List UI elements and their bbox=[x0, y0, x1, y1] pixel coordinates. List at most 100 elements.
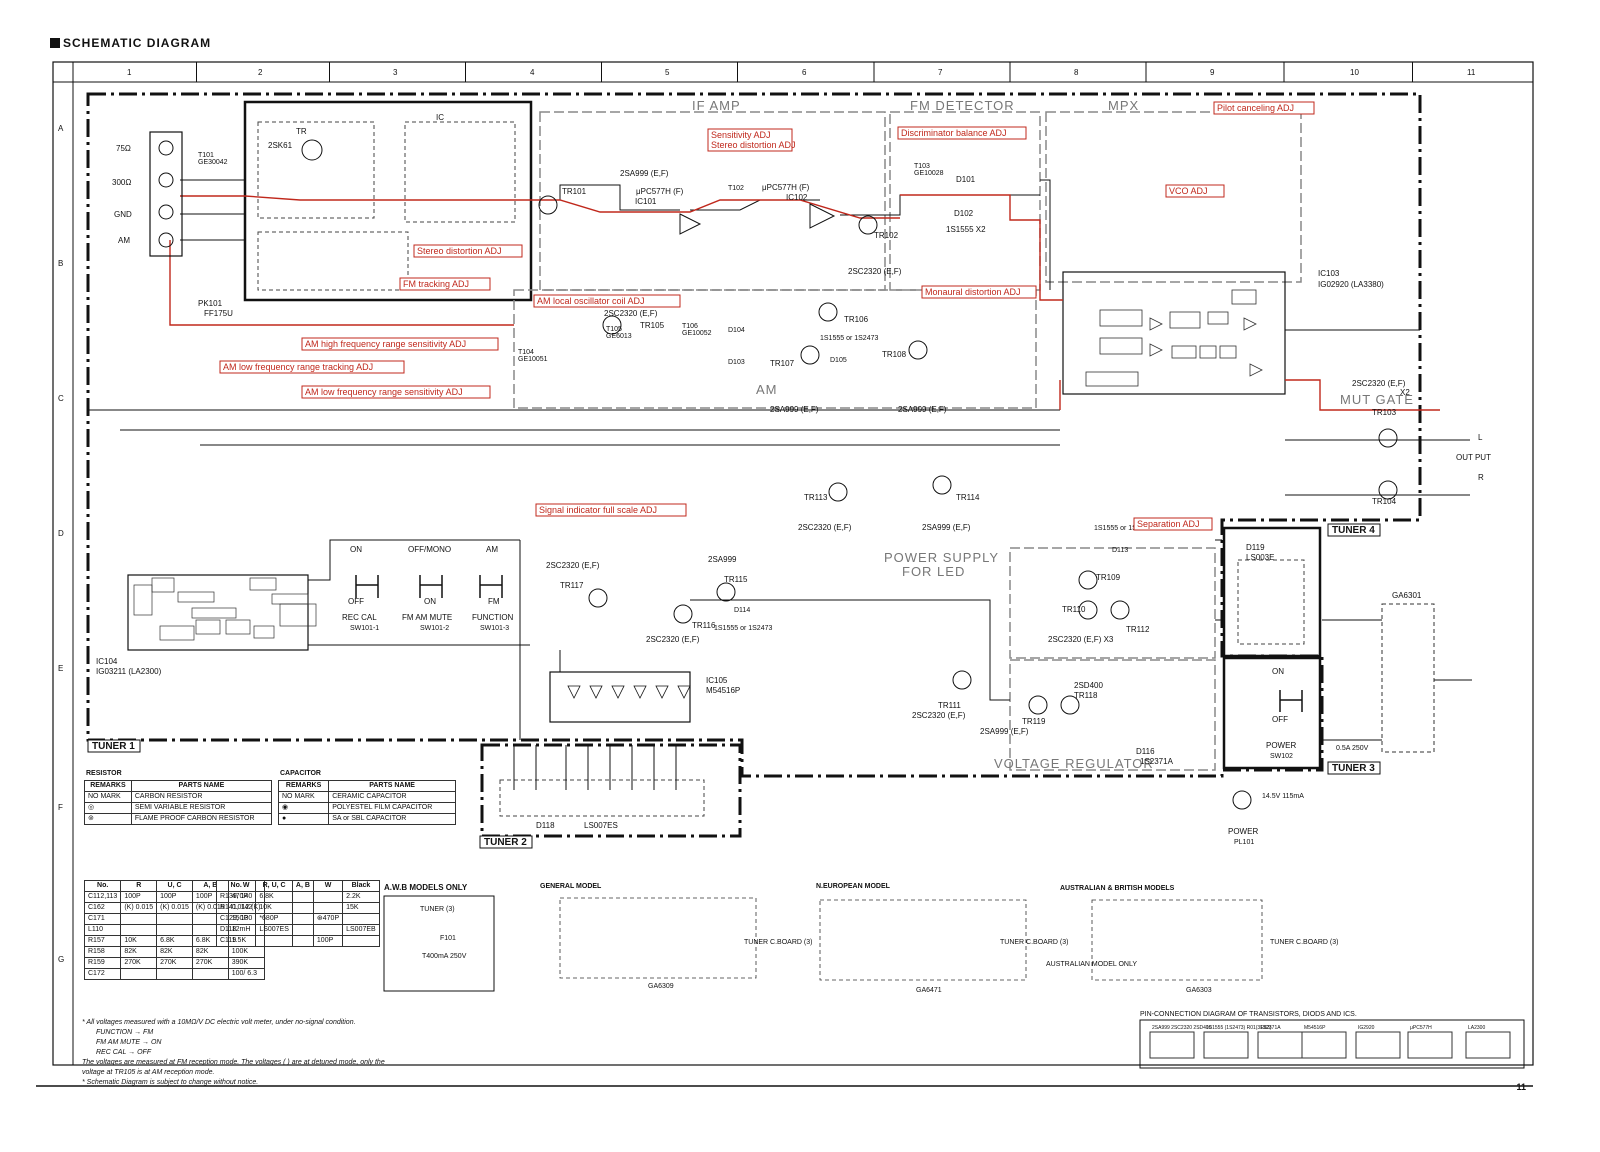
ic104-body bbox=[127, 574, 309, 651]
t105-part-label: GE6013 bbox=[606, 333, 632, 340]
table-cell: C171 bbox=[83, 913, 122, 925]
table-cell bbox=[156, 924, 193, 936]
table-header: Black bbox=[342, 880, 380, 892]
awb-fuse-label: F101 bbox=[440, 935, 456, 942]
terminal-75-ohm-label: 75Ω bbox=[116, 144, 131, 153]
table-cell bbox=[191, 968, 229, 980]
d116-type-label: 1S2371A bbox=[1140, 757, 1174, 766]
power-supply-led-box bbox=[1009, 547, 1216, 659]
d119-type-label: LS003E bbox=[1246, 553, 1274, 562]
pin-part-outline bbox=[1355, 1031, 1401, 1059]
table-cell: C172 bbox=[83, 968, 122, 980]
table-cell: R159 bbox=[83, 957, 122, 969]
mut-gate-label: MUT GATE bbox=[1340, 392, 1414, 407]
d103-label: D103 bbox=[728, 359, 745, 366]
tr114-label: TR114 bbox=[956, 493, 980, 502]
tr107-label: TR107 bbox=[770, 359, 795, 368]
tr114-type-label: 2SA999 (E,F) bbox=[922, 523, 971, 532]
table-cell: NO MARK bbox=[277, 791, 330, 803]
table-cell: NO MARK bbox=[84, 791, 132, 803]
power-lamp-label: POWER bbox=[1228, 827, 1258, 836]
table-header: W bbox=[312, 880, 344, 892]
mpx-label: MPX bbox=[1108, 98, 1139, 113]
function-id-label: SW101-3 bbox=[480, 625, 509, 632]
table-row: ◎SEMI VARIABLE RESISTOR bbox=[84, 802, 273, 814]
adj-pilot-canceling: Pilot canceling ADJ bbox=[1217, 103, 1294, 113]
table-cell bbox=[120, 968, 158, 980]
am-box bbox=[513, 289, 1037, 409]
table-cell: CARBON RESISTOR bbox=[130, 791, 273, 803]
adj-am-low-freq-sensitivity: AM low frequency range sensitivity ADJ bbox=[305, 387, 463, 397]
general-model-title: GENERAL MODEL bbox=[540, 883, 602, 890]
rec-cal-on-label: ON bbox=[350, 545, 362, 554]
table-header: U, C bbox=[156, 880, 193, 892]
tr-part-label: 2SK61 bbox=[268, 141, 293, 150]
t103-label: T103 bbox=[914, 163, 930, 170]
adj-separation: Separation ADJ bbox=[1137, 519, 1200, 529]
tr110-label: TR110 bbox=[1062, 605, 1086, 614]
d104-label: D104 bbox=[728, 327, 745, 334]
note-line: REC CAL → OFF bbox=[96, 1049, 152, 1056]
aus-only-label: AUSTRALIAN MODEL ONLY bbox=[1046, 961, 1137, 968]
ic103-type-label: IG02920 (LA3380) bbox=[1318, 280, 1384, 289]
tuner-2-label: TUNER 2 bbox=[484, 837, 527, 848]
tr116-label: TR116 bbox=[692, 621, 716, 630]
adj-am-low-freq-tracking: AM low frequency range tracking ADJ bbox=[223, 362, 373, 372]
ruler-column-label: 6 bbox=[802, 68, 807, 77]
table-cell: 100P bbox=[312, 935, 344, 947]
n-european-part: GA6471 bbox=[916, 987, 942, 994]
pin-part-label: 1S2371A bbox=[1260, 1025, 1281, 1031]
table-cell: 270K bbox=[156, 957, 193, 969]
awb-model-diagram bbox=[383, 895, 495, 992]
table-cell: C112,113 bbox=[83, 891, 122, 903]
table-cell bbox=[312, 902, 344, 914]
table-cell: 270K bbox=[191, 957, 229, 969]
tuner-4-label: TUNER 4 bbox=[1332, 525, 1375, 536]
tuner-1-label: TUNER 1 bbox=[92, 741, 135, 752]
aus-tuner-board-label: TUNER C.BOARD (3) bbox=[1270, 939, 1338, 946]
pin-part-outline bbox=[1257, 1031, 1303, 1059]
tr111-type-label: 2SC2320 (E,F) bbox=[912, 711, 966, 720]
ic101-type-label: μPC577H (F) bbox=[636, 187, 684, 196]
adj-signal-indicator: Signal indicator full scale ADJ bbox=[539, 505, 657, 515]
power-supply-for-led-label: FOR LED bbox=[902, 564, 965, 579]
aus-british-model-diagram bbox=[1091, 899, 1263, 981]
table-header: R bbox=[120, 880, 158, 892]
d119-led-array bbox=[1237, 559, 1305, 645]
tr116-type-label: 2SC2320 (E,F) bbox=[646, 635, 700, 644]
ic102-type-label: μPC577H (F) bbox=[762, 183, 810, 192]
pk101-part-label: FF175U bbox=[204, 309, 233, 318]
t106-part-label: GE10052 bbox=[682, 330, 712, 337]
d113-type-label: 1S1555 or 1S2473 bbox=[1094, 525, 1152, 532]
ruler-column-label: 2 bbox=[258, 68, 263, 77]
terminal-gnd-label: GND bbox=[114, 210, 132, 219]
pin-part-outline bbox=[1203, 1031, 1249, 1059]
am-label: AM bbox=[756, 382, 778, 397]
page-title: SCHEMATIC DIAGRAM bbox=[50, 36, 211, 50]
terminal-300-ohm-label: 300Ω bbox=[112, 178, 131, 187]
pin-part-label: μPC577H bbox=[1410, 1025, 1432, 1031]
tuner-4-box bbox=[1222, 526, 1322, 658]
terminal-am-label: AM bbox=[118, 236, 130, 245]
table-cell bbox=[120, 913, 158, 925]
title-square-icon bbox=[50, 38, 60, 48]
antenna-terminal-strip bbox=[149, 131, 183, 257]
table-row: ●SA or SBL CAPACITOR bbox=[277, 813, 456, 825]
if-amp-label: IF AMP bbox=[692, 98, 741, 113]
d105-label: D105 bbox=[830, 357, 847, 364]
fm-osc-subbox bbox=[404, 121, 516, 223]
d118-label: D118 bbox=[536, 821, 555, 830]
tuner-4-tag bbox=[1327, 523, 1381, 537]
ruler-row-label: F bbox=[58, 803, 63, 812]
adj-am-high-freq-sensitivity: AM high frequency range sensitivity ADJ bbox=[305, 339, 466, 349]
d118-led-array bbox=[499, 779, 705, 817]
d113-label: D113 bbox=[1112, 547, 1128, 554]
